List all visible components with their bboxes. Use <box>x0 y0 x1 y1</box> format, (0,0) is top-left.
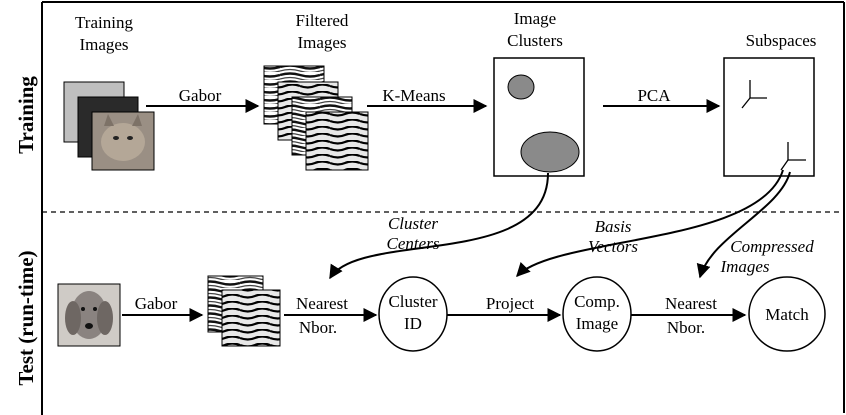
subspace-axes-1 <box>741 80 767 109</box>
image-clusters-label-1: Image <box>514 9 556 28</box>
image-clusters-label-2: Clusters <box>507 31 563 50</box>
cluster-small <box>507 74 535 100</box>
test-filtered-images <box>207 275 281 347</box>
project-label: Project <box>486 294 534 313</box>
filtered-images-label-2: Images <box>297 33 346 52</box>
compressed-images-label-1: Compressed <box>730 237 814 256</box>
nearest-nbor-label-1a: Nearest <box>296 294 348 313</box>
cluster-centers-label-2: Centers <box>387 234 440 253</box>
training-section-label: Training <box>14 76 38 154</box>
pca-label: PCA <box>637 86 671 105</box>
comp-image-label-2: Image <box>576 314 618 333</box>
subspaces-label: Subspaces <box>746 31 817 50</box>
match-label: Match <box>765 305 809 324</box>
nearest-nbor-label-2a: Nearest <box>665 294 717 313</box>
cluster-large <box>520 131 580 173</box>
match-node <box>748 276 826 352</box>
training-images-label-1: Training <box>75 13 133 32</box>
cluster-centers-label-1: Cluster <box>388 214 438 233</box>
nearest-nbor-label-2b: Nbor. <box>667 318 705 337</box>
compressed-images-label-2: Images <box>719 257 769 276</box>
training-images-stack <box>63 81 155 171</box>
subspace-axes-2 <box>780 142 806 171</box>
cluster-id-label-1: Cluster <box>388 292 437 311</box>
kmeans-label: K-Means <box>382 86 445 105</box>
basis-vectors-label-1: Basis <box>595 217 632 236</box>
filtered-images-label-1: Filtered <box>296 11 349 30</box>
gabor-label-test: Gabor <box>135 294 178 313</box>
basis-vectors-arrow <box>516 169 784 278</box>
query-dog-image <box>57 283 121 347</box>
gabor-label-training: Gabor <box>179 86 222 105</box>
nearest-nbor-label-1b: Nbor. <box>299 318 337 337</box>
subspaces-box <box>723 57 815 177</box>
cluster-centers-arrow <box>329 172 549 280</box>
training-images-label-2: Images <box>79 35 128 54</box>
test-section-label: Test (run-time) <box>14 250 38 385</box>
cluster-id-label-2: ID <box>404 314 422 333</box>
comp-image-label-1: Comp. <box>574 292 620 311</box>
compressed-images-arrow <box>696 171 791 279</box>
basis-vectors-label-2: Vectors <box>588 237 638 256</box>
filtered-images-stack <box>263 65 369 171</box>
frame <box>41 1 845 415</box>
